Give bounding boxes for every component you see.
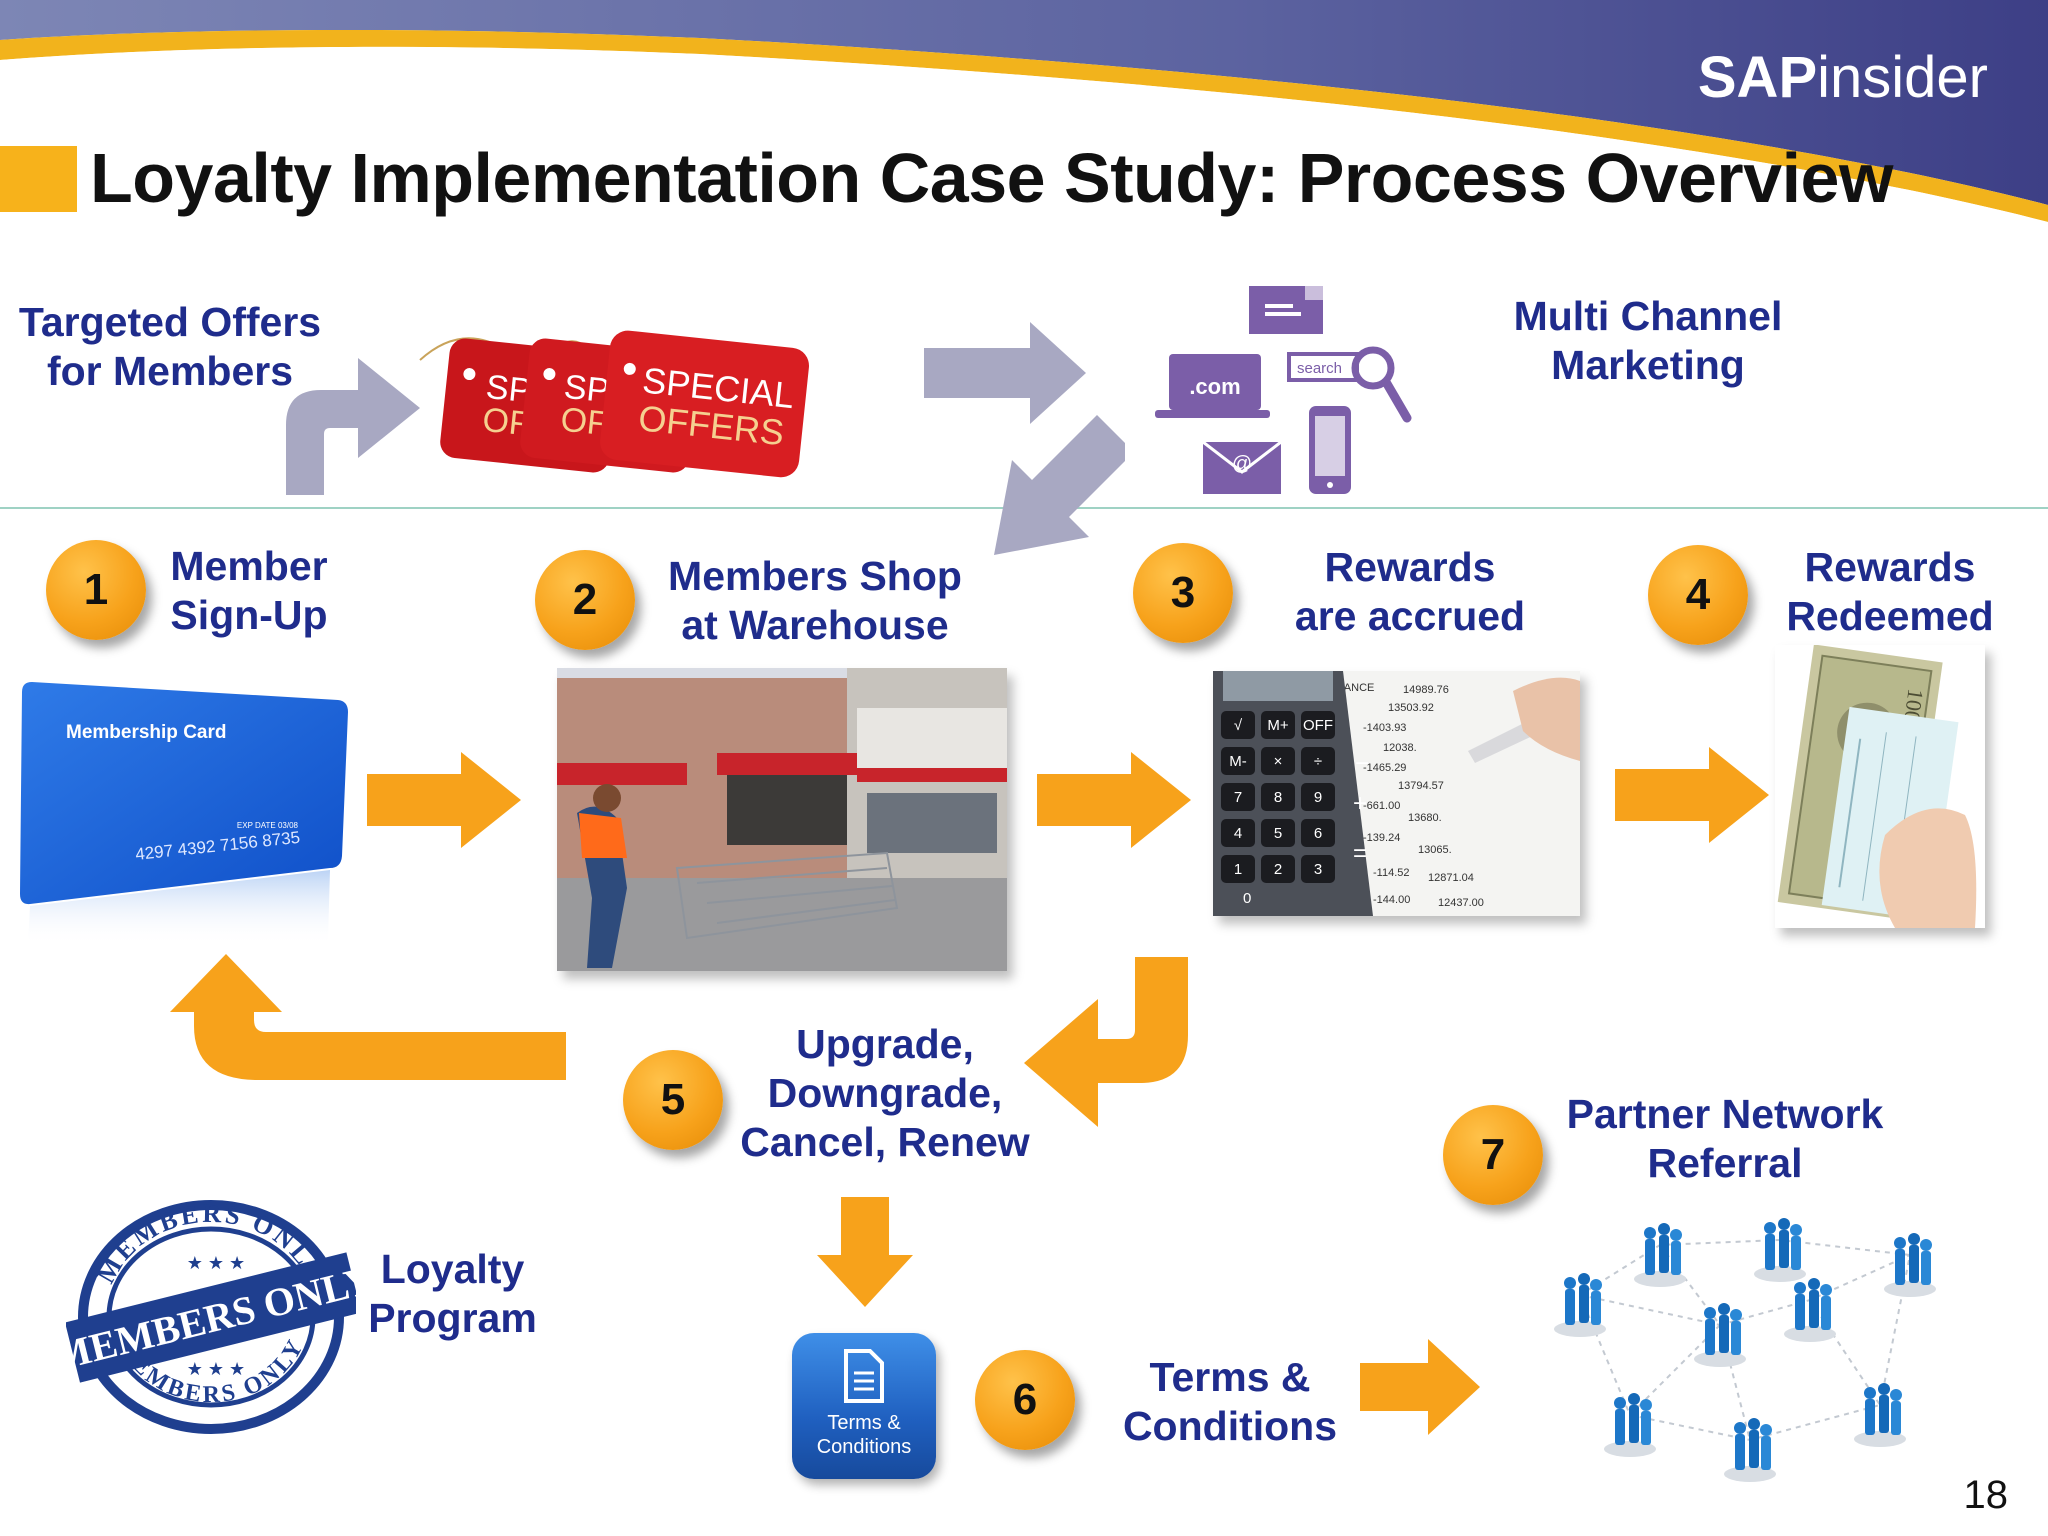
svg-text:3: 3 <box>1314 861 1322 878</box>
svg-text:8: 8 <box>1274 789 1282 806</box>
header-band <box>0 0 2048 230</box>
svg-text:★ ★ ★: ★ ★ ★ <box>187 1359 245 1379</box>
step-4-badge: 4 <box>1648 545 1748 645</box>
grey-arrow-right <box>924 322 1086 424</box>
svg-text:=: = <box>1353 840 1367 867</box>
svg-text:13503.92: 13503.92 <box>1388 702 1434 714</box>
search-text: search <box>1297 360 1342 377</box>
warehouse-photo <box>557 668 1007 971</box>
orange-arrow-5-to-6 <box>817 1197 913 1307</box>
mobile-phone-icon <box>1309 406 1351 494</box>
svg-text:1: 1 <box>1234 861 1242 878</box>
terms-conditions-app-icon: Terms &Conditions <box>792 1333 936 1479</box>
svg-text:6: 6 <box>1314 825 1322 842</box>
orange-arrow-5-to-1 <box>170 954 566 1080</box>
terms-icon-caption: Terms &Conditions <box>816 1412 912 1458</box>
step-5-badge: 5 <box>623 1050 723 1150</box>
at-symbol: @ <box>1232 453 1252 475</box>
step-1-badge: 1 <box>46 540 146 640</box>
svg-text:÷: ÷ <box>1314 753 1322 770</box>
svg-text:−: − <box>1355 750 1369 777</box>
svg-text:7: 7 <box>1234 789 1242 806</box>
svg-text:9: 9 <box>1314 789 1322 806</box>
multi-channel-icons: .com search @ <box>1155 280 1415 500</box>
svg-text:★ ★ ★: ★ ★ ★ <box>187 1253 245 1273</box>
orange-arrow-2-to-3 <box>1037 752 1191 848</box>
mail-envelope-icon <box>1249 286 1323 334</box>
svg-text:0: 0 <box>1243 890 1251 907</box>
svg-text:13794.57: 13794.57 <box>1398 780 1444 792</box>
step-6-badge: 6 <box>975 1350 1075 1450</box>
tag-2-line1: SP <box>562 368 611 411</box>
card-exp-date: EXP DATE 03/08 <box>237 821 299 830</box>
orange-arrow-6-to-7 <box>1360 1339 1480 1435</box>
svg-text:12038.: 12038. <box>1383 742 1417 754</box>
grey-arrow-up-right <box>286 358 420 495</box>
svg-text:M+: M+ <box>1267 717 1288 734</box>
svg-text:2: 2 <box>1274 861 1282 878</box>
step-6-label: Terms &Conditions <box>1122 1354 1338 1449</box>
email-at-icon: @ <box>1202 440 1282 494</box>
special-offers-tags-image: SP OF SP OF SPECIAL OFFERS <box>419 330 809 478</box>
svg-text:4: 4 <box>1234 825 1242 842</box>
svg-text:13680.: 13680. <box>1408 812 1442 824</box>
svg-text:-114.52: -114.52 <box>1373 867 1410 879</box>
card-title: Membership Card <box>66 722 226 743</box>
svg-text:5: 5 <box>1274 825 1282 842</box>
svg-text:14989.76: 14989.76 <box>1403 684 1449 696</box>
money-cheque-photo: 100 <box>1775 645 1985 928</box>
laptop-icon: .com <box>1155 354 1270 418</box>
sap-insider-logo: SAPinsider <box>1697 45 1988 110</box>
svg-text:+: + <box>1353 790 1367 817</box>
search-magnifier-icon: search <box>1287 346 1412 423</box>
partner-network-image <box>1554 1218 1936 1482</box>
svg-text:M-: M- <box>1229 753 1247 770</box>
svg-text:-1403.93: -1403.93 <box>1363 722 1406 734</box>
orange-arrow-1-to-2 <box>367 752 521 848</box>
title-square <box>0 146 77 212</box>
step-5-label: Upgrade,Downgrade,Cancel, Renew <box>740 1021 1030 1165</box>
membership-card-image: Membership Card EXP DATE 03/08 4297 4392… <box>20 682 348 946</box>
svg-text:√: √ <box>1234 717 1243 734</box>
dotcom-text: .com <box>1189 374 1240 399</box>
svg-text:12871.04: 12871.04 <box>1428 872 1474 884</box>
svg-text:×: × <box>1274 753 1283 770</box>
page-title: Loyalty Implementation Case Study: Proce… <box>90 139 1893 217</box>
step-2-badge: 2 <box>535 550 635 650</box>
orange-arrow-3-to-5 <box>1024 957 1188 1127</box>
svg-text:-1465.29: -1465.29 <box>1363 762 1406 774</box>
svg-text:12437.00: 12437.00 <box>1438 897 1484 909</box>
step-7-badge: 7 <box>1443 1105 1543 1205</box>
svg-text:OFF: OFF <box>1303 717 1333 734</box>
svg-text:-144.00: -144.00 <box>1373 894 1410 906</box>
members-only-stamp: MEMBERS ONLY MEMBERS ONLY ★ ★ ★ ★ ★ ★ ME… <box>66 1199 356 1434</box>
svg-text:-139.24: -139.24 <box>1363 832 1400 844</box>
page-number: 18 <box>1963 1473 2009 1517</box>
step-3-badge: 3 <box>1133 543 1233 643</box>
svg-text:-661.00: -661.00 <box>1363 800 1400 812</box>
document-icon <box>844 1349 884 1403</box>
grey-arrow-down-left <box>994 415 1125 555</box>
svg-text:13065.: 13065. <box>1418 844 1452 856</box>
orange-arrow-3-to-4 <box>1615 747 1769 843</box>
